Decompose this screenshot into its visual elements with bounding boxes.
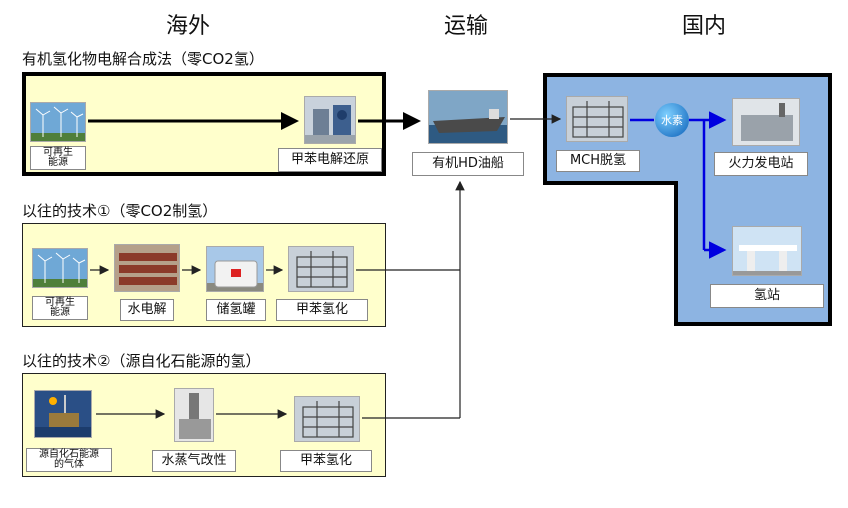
hydrogenation-plant-image: [294, 396, 360, 442]
fossil-gas-label: 源自化石能源 的气体: [26, 448, 112, 472]
hydrogenation-plant-image: [288, 246, 354, 292]
hydrogen-station-image: [732, 226, 802, 276]
hydrogen-station-label: 氢站: [710, 284, 824, 308]
hydrogen-tank-image: [206, 246, 264, 292]
hydrogen-tank-label: 储氢罐: [206, 299, 266, 321]
steam-reforming-image: [174, 388, 214, 442]
wind-turbine-image: [32, 248, 88, 288]
section3-title: 以往的技术②（源自化石能源的氢）: [22, 352, 261, 370]
tanker-ship-image: [428, 90, 508, 144]
section1-title: 有机氢化物电解合成法（零CO2氢）: [22, 50, 264, 68]
organic-hydride-tanker-label: 有机HD油船: [412, 152, 524, 176]
section2-title: 以往的技术①（零CO2制氢）: [22, 202, 218, 220]
power-plant-image: [732, 98, 800, 146]
toluene-hydrogenation-label: 甲苯氢化: [280, 450, 372, 472]
renewable-energy-label: 可再生 能源: [30, 146, 86, 170]
hydrogen-distribution-arrows: [630, 111, 727, 259]
header-transport: 运输: [443, 14, 488, 39]
header-domestic: 国内: [681, 14, 726, 39]
mch-dehydrogenation-label: MCH脱氢: [556, 150, 640, 172]
toluene-hydrogenation-label: 甲苯氢化: [276, 299, 368, 321]
thermal-power-label: 火力发电站: [714, 152, 808, 176]
toluene-electroreduction-label: 甲苯电解还原: [278, 148, 382, 172]
electrolysis-device-image: [304, 96, 356, 144]
renewable-energy-label: 可再生 能源: [32, 296, 88, 320]
water-electrolysis-label: 水电解: [120, 299, 174, 321]
hydrogen-circle: 水素: [655, 103, 689, 137]
mch-plant-image: [566, 96, 628, 142]
conventional-to-ship-connector: [356, 180, 465, 419]
steam-reforming-label: 水蒸气改性: [152, 450, 236, 472]
header-overseas: 海外: [165, 14, 210, 39]
wind-turbine-image: [30, 102, 86, 142]
water-electrolysis-image: [114, 244, 180, 292]
offshore-rig-image: [34, 390, 92, 438]
